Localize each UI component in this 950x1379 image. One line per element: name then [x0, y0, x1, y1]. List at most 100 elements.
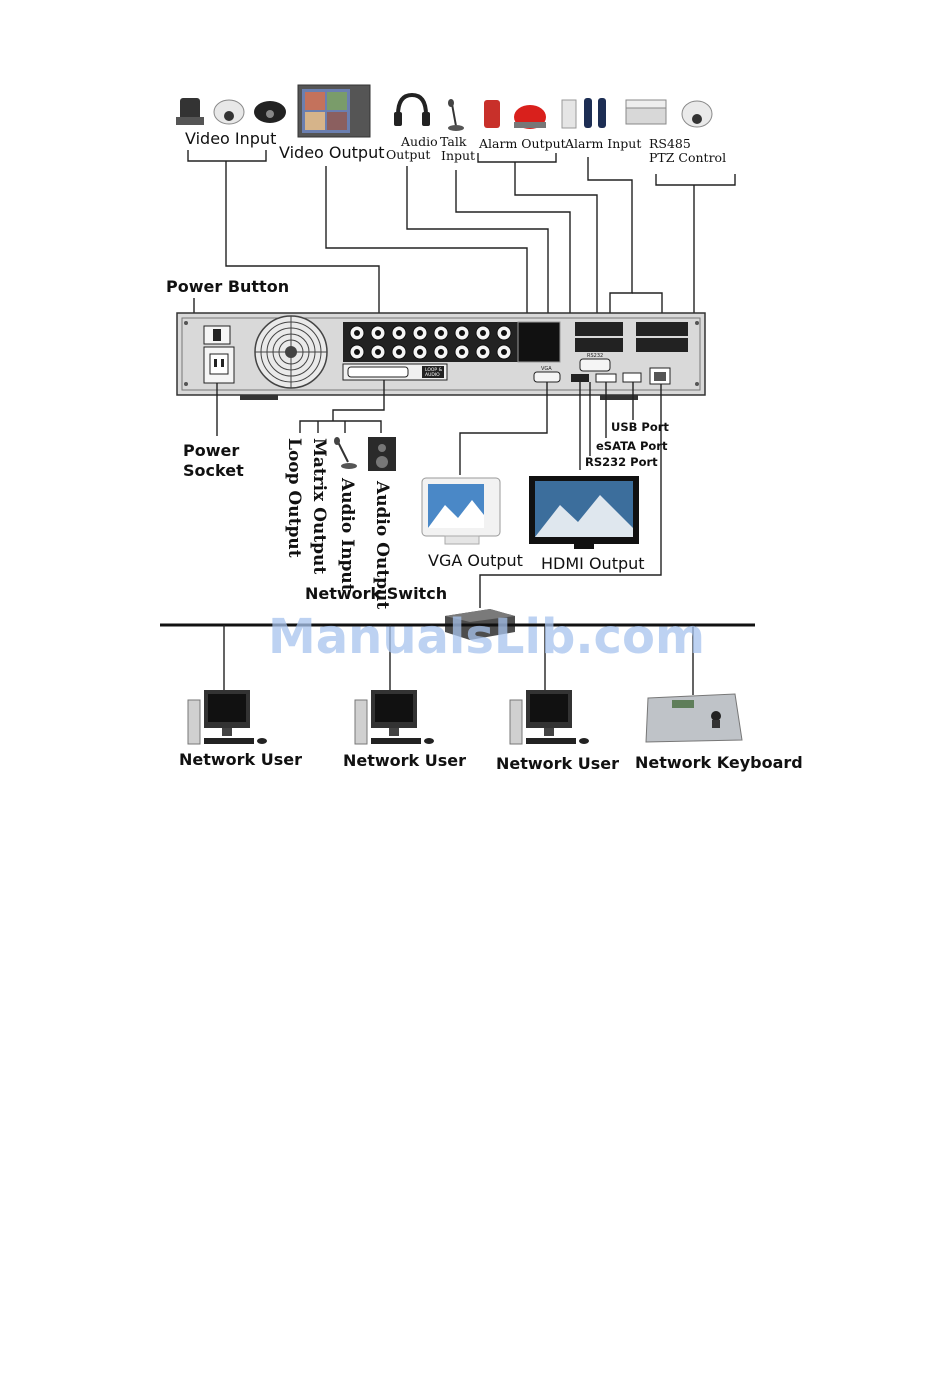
panel-audio-label: AUDIO [425, 372, 440, 378]
rs485-bracket [655, 174, 736, 186]
network-line [479, 384, 662, 608]
video-input-line [225, 161, 380, 325]
bnc-connector-pin [459, 330, 465, 336]
alarm-terminal-block [575, 322, 688, 352]
loop-output-label: Loop Output [284, 438, 304, 558]
pc-part [375, 694, 413, 722]
vga-output-label: VGA Output [428, 551, 523, 570]
pc-part [544, 728, 554, 736]
video-input-bracket [187, 150, 267, 162]
speaker-icon [368, 437, 396, 471]
hdmi-output-label: HDMI Output [541, 554, 645, 573]
network-keyboard-label: Network Keyboard [635, 753, 803, 772]
bnc-connector-pin [354, 349, 360, 355]
pc-part [257, 738, 267, 744]
ethernet-connector [649, 367, 671, 385]
bnc-connector-pin [501, 349, 507, 355]
esata-port-label: eSATA Port [596, 439, 668, 453]
pc-part [354, 699, 368, 745]
ptz-decoder-icon [625, 99, 667, 125]
usb-port-label: USB Port [611, 420, 669, 434]
bnc-connector-pin [375, 330, 381, 336]
rs232-connector: RS232 [579, 353, 611, 372]
matrix-output-label: Matrix Output [309, 438, 329, 574]
power-socket-label-1: Power [183, 441, 239, 460]
pc-part [222, 728, 232, 736]
audio-output-line [406, 166, 549, 325]
network-users [187, 690, 589, 745]
vga-line [459, 382, 548, 475]
bnc-connector-pin [438, 349, 444, 355]
rs232-port-label: RS232 Port [585, 455, 658, 469]
hdmi-tv-icon [529, 476, 639, 549]
desktop-pc-icon [354, 690, 434, 745]
usb-connector [622, 372, 642, 383]
network-switch-label: Network Switch [305, 584, 447, 603]
monitor-icon [297, 84, 371, 138]
crt-monitor-icon [421, 477, 501, 545]
alarm-input-line [587, 157, 633, 325]
bnc-connector-pin [354, 330, 360, 336]
bnc-connector-pin [438, 330, 444, 336]
bnc-connector-pin [459, 349, 465, 355]
power-socket [203, 346, 235, 384]
microphone-icon [334, 437, 357, 469]
fan-icon [254, 315, 328, 389]
bnc-connector-pin [501, 330, 507, 336]
power-button-label: Power Button [166, 277, 289, 296]
talk-input-label-1: Talk [440, 134, 467, 149]
pc-part [424, 738, 434, 744]
alarm-input-label: Alarm Input [564, 136, 641, 151]
siren-icon [484, 100, 500, 128]
panel-loop-label: LOOP & [425, 367, 443, 373]
bnc-connector-pin [396, 349, 402, 355]
headphones-icon [394, 92, 430, 126]
ptz-camera-icon [681, 100, 713, 128]
bnc-output-block [517, 321, 561, 363]
panel-rs232-label: RS232 [587, 353, 603, 359]
network-user-1-label: Network User [179, 750, 302, 769]
bnc-connector-pin [417, 330, 423, 336]
pc-part [509, 699, 523, 745]
video-input-label: Video Input [185, 129, 276, 148]
network-user-2-label: Network User [343, 751, 466, 770]
bnc-connector-pin [396, 330, 402, 336]
bnc-connector-pin [417, 349, 423, 355]
panel-vga-label: VGA [541, 366, 552, 372]
rs485-label: RS485 [649, 136, 691, 151]
bnc-connector-pin [480, 349, 486, 355]
watermark: ManualsLib.com [268, 609, 705, 665]
power-switch [203, 325, 231, 345]
power-socket-label-2: Socket [183, 461, 244, 480]
loop-audio-line [332, 380, 385, 421]
desktop-pc-icon [187, 690, 267, 745]
bnc-connector-pin [375, 349, 381, 355]
desktop-pc-icon [509, 690, 589, 745]
audio-output-label-1: Audio [400, 134, 438, 149]
pc-part [371, 738, 421, 744]
talk-input-line [455, 170, 571, 325]
network-keyboard-icon [645, 693, 743, 743]
alarm-output-bracket [477, 153, 557, 163]
loop-audio-bracket [299, 420, 382, 433]
loop-audio-connector: LOOP & AUDIO [342, 363, 448, 381]
pc-part [204, 738, 254, 744]
microphone-icon [448, 99, 464, 131]
dome-camera-icon [213, 99, 245, 125]
pc-part [579, 738, 589, 744]
audio-output-label-2: Output [386, 147, 430, 162]
pc-part [208, 694, 246, 722]
vga-connector: VGA [533, 366, 561, 383]
hdmi-connector [571, 374, 589, 382]
video-output-label: Video Output [279, 143, 385, 162]
alarm-output-label: Alarm Output [478, 136, 566, 151]
network-user-3-label: Network User [496, 754, 619, 773]
bnc-connector-pin [480, 330, 486, 336]
esata-connector [595, 373, 617, 383]
audio-input-label: Audio Input [337, 477, 357, 592]
ptz-control-label: PTZ Control [649, 150, 726, 165]
alarm-output-line [514, 162, 598, 325]
pc-part [526, 738, 576, 744]
video-output-line [325, 166, 528, 325]
